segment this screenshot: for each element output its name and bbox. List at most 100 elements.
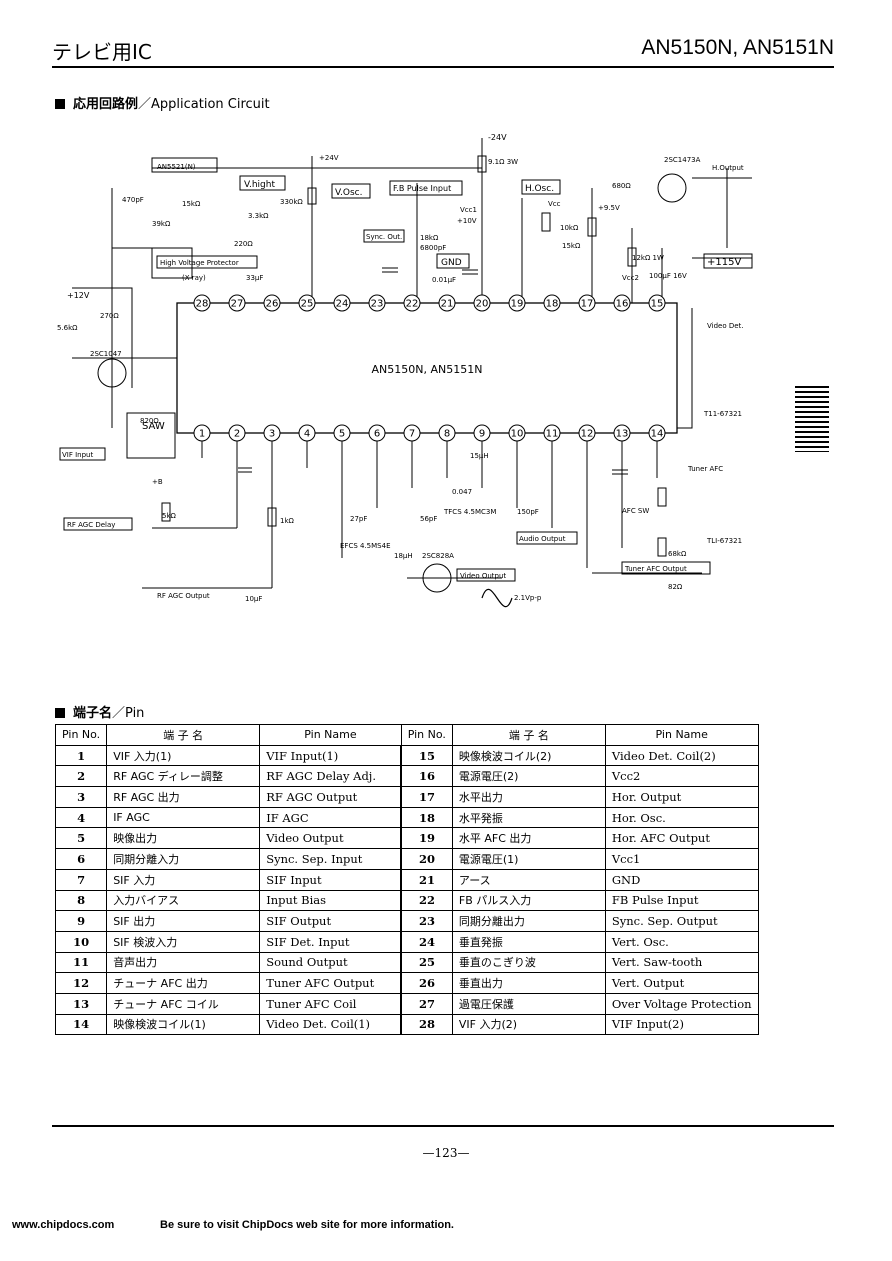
- pin-name-en: Video Det. Coil(1): [259, 1013, 402, 1036]
- pin-name-jp: FB パルス入力: [451, 889, 606, 912]
- pin-name-jp: 電源電圧(2): [451, 765, 606, 788]
- pin-name-jp: SIF 検波入力: [106, 930, 261, 953]
- ic-top-pin-circle: [403, 294, 421, 312]
- ic-label: AN5150N, AN5151N: [372, 363, 483, 376]
- header-en: Pin Name: [259, 724, 402, 746]
- ic-body: [176, 302, 678, 434]
- header-pin-no: Pin No.: [54, 724, 108, 746]
- label-r-3-3k: 3.3kΩ: [248, 212, 269, 220]
- label-sync-out: Sync. Out.: [366, 233, 402, 241]
- pin-name-en: SIF Input: [259, 868, 402, 891]
- ic-bottom-pin-circle: [193, 424, 211, 442]
- pin-name-en: RF AGC Delay Adj.: [259, 765, 402, 788]
- ic-top-pin-number: 28: [196, 299, 209, 310]
- pin-no: 11: [54, 951, 108, 974]
- label-tr3: 2SC1047: [90, 350, 122, 358]
- pin-name-en: VIF Input(1): [259, 744, 402, 767]
- ic-top-pin-circle: [228, 294, 246, 312]
- label-v-osc: V.Osc.: [335, 188, 362, 198]
- label-r-820: 820Ω: [140, 417, 159, 425]
- label-r-220: 220Ω: [234, 240, 253, 248]
- pin-name-jp: 入力バイアス: [106, 889, 261, 912]
- footer-site-link[interactable]: www.chipdocs.com: [12, 1219, 115, 1231]
- pin-name-en: Sync. Sep. Input: [259, 848, 402, 870]
- label-plus10v: +10V: [457, 217, 477, 225]
- ic-top-pin-circle: [438, 294, 456, 312]
- pin-name-en: GND: [604, 868, 759, 891]
- pin-name-jp: 電源電圧(1): [451, 848, 606, 870]
- pin-name-en: Sync. Sep. Output: [604, 910, 759, 932]
- label-audio-output: Audio Output: [519, 535, 566, 543]
- ic-bottom-pin-number: 5: [339, 429, 345, 440]
- pin-name-en: Hor. Output: [604, 786, 759, 808]
- ic-top-pin-number: 16: [616, 299, 629, 310]
- label-c-56p: 56pF: [420, 515, 437, 523]
- pin-no: 24: [400, 930, 453, 953]
- ic-top-pin-circle: [298, 294, 316, 312]
- pin-title-jp: 端子名: [73, 706, 113, 721]
- ic-top-pin-number: 24: [336, 299, 349, 310]
- circuit-title-en: ／Application Circuit: [138, 97, 270, 112]
- pin-name-jp: IF AGC: [106, 806, 261, 829]
- pin-name-en: Over Voltage Protection: [604, 992, 759, 1015]
- ic-top-pin-number: 17: [581, 299, 594, 310]
- label-r-9-1: 9.1Ω 3W: [488, 158, 518, 166]
- header-jp-2: 端 子 名: [451, 724, 606, 746]
- section-square-icon: [55, 708, 65, 718]
- ic-bottom-pin-circle: [438, 424, 456, 442]
- pin-name-jp: SIF 出力: [106, 910, 261, 932]
- label-t1: T11-67321: [703, 410, 742, 418]
- ic-bottom-pin-circle: [403, 424, 421, 442]
- pin-no: 16: [400, 765, 453, 788]
- ic-top-pin-circle: [648, 294, 666, 312]
- ic-bottom-pin-number: 11: [546, 429, 559, 440]
- pin-no: 22: [400, 889, 453, 912]
- label-l-18u: 18μH: [394, 552, 413, 560]
- label-r-10k: 10kΩ: [560, 224, 579, 232]
- pin-no: 4: [54, 806, 108, 829]
- pin-no: 14: [54, 1013, 108, 1036]
- pin-no: 13: [54, 992, 108, 1015]
- label-saw: SAW: [142, 421, 165, 432]
- ic-bottom-pin-number: 13: [616, 429, 629, 440]
- pin-name-jp: チューナ AFC 出力: [106, 972, 261, 994]
- ic-bottom-pin-circle: [228, 424, 246, 442]
- pin-name-en: SIF Output: [259, 910, 402, 932]
- pin-name-en: Tuner AFC Coil: [259, 992, 402, 1015]
- ic-top-pin-circle: [543, 294, 561, 312]
- pin-name-en: Sound Output: [259, 951, 402, 974]
- pin-no: 21: [400, 868, 453, 891]
- pin-name-jp: 水平出力: [451, 786, 606, 808]
- pin-name-jp: 過電圧保護: [451, 992, 606, 1015]
- header-jp: 端 子 名: [106, 724, 261, 746]
- label-r-15k2: 15kΩ: [182, 200, 201, 208]
- ic-top-pin-circle: [473, 294, 491, 312]
- pin-no: 9: [54, 910, 108, 932]
- label-tr1: 2SC828A: [422, 552, 454, 560]
- pin-name-jp: 垂直のこぎり波: [451, 951, 606, 974]
- label-h-osc: H.Osc.: [525, 184, 554, 194]
- ic-top-pin-circle: [508, 294, 526, 312]
- label-r-68k: 68kΩ: [668, 550, 687, 558]
- ic-top-pin-circle: [578, 294, 596, 312]
- pin-table-header-row: Pin No. 端 子 名 Pin Name Pin No. 端 子 名 Pin…: [54, 724, 759, 746]
- label-r-12k: 12kΩ 1W: [632, 254, 664, 262]
- label-x-ray: (X-ray): [182, 274, 206, 282]
- label-vcc: Vcc: [548, 200, 561, 208]
- pin-no: 25: [400, 951, 453, 974]
- ic-top-pin-circle: [368, 294, 386, 312]
- label-plus24v: +24V: [319, 154, 339, 162]
- ic-top-pin-number: 19: [511, 299, 524, 310]
- label-afc-sw: AFC SW: [622, 507, 649, 515]
- label-ic2: AN5521(N): [157, 163, 196, 171]
- label-c-10u: 10μF: [245, 595, 262, 603]
- pin-name-jp: 映像出力: [106, 827, 261, 850]
